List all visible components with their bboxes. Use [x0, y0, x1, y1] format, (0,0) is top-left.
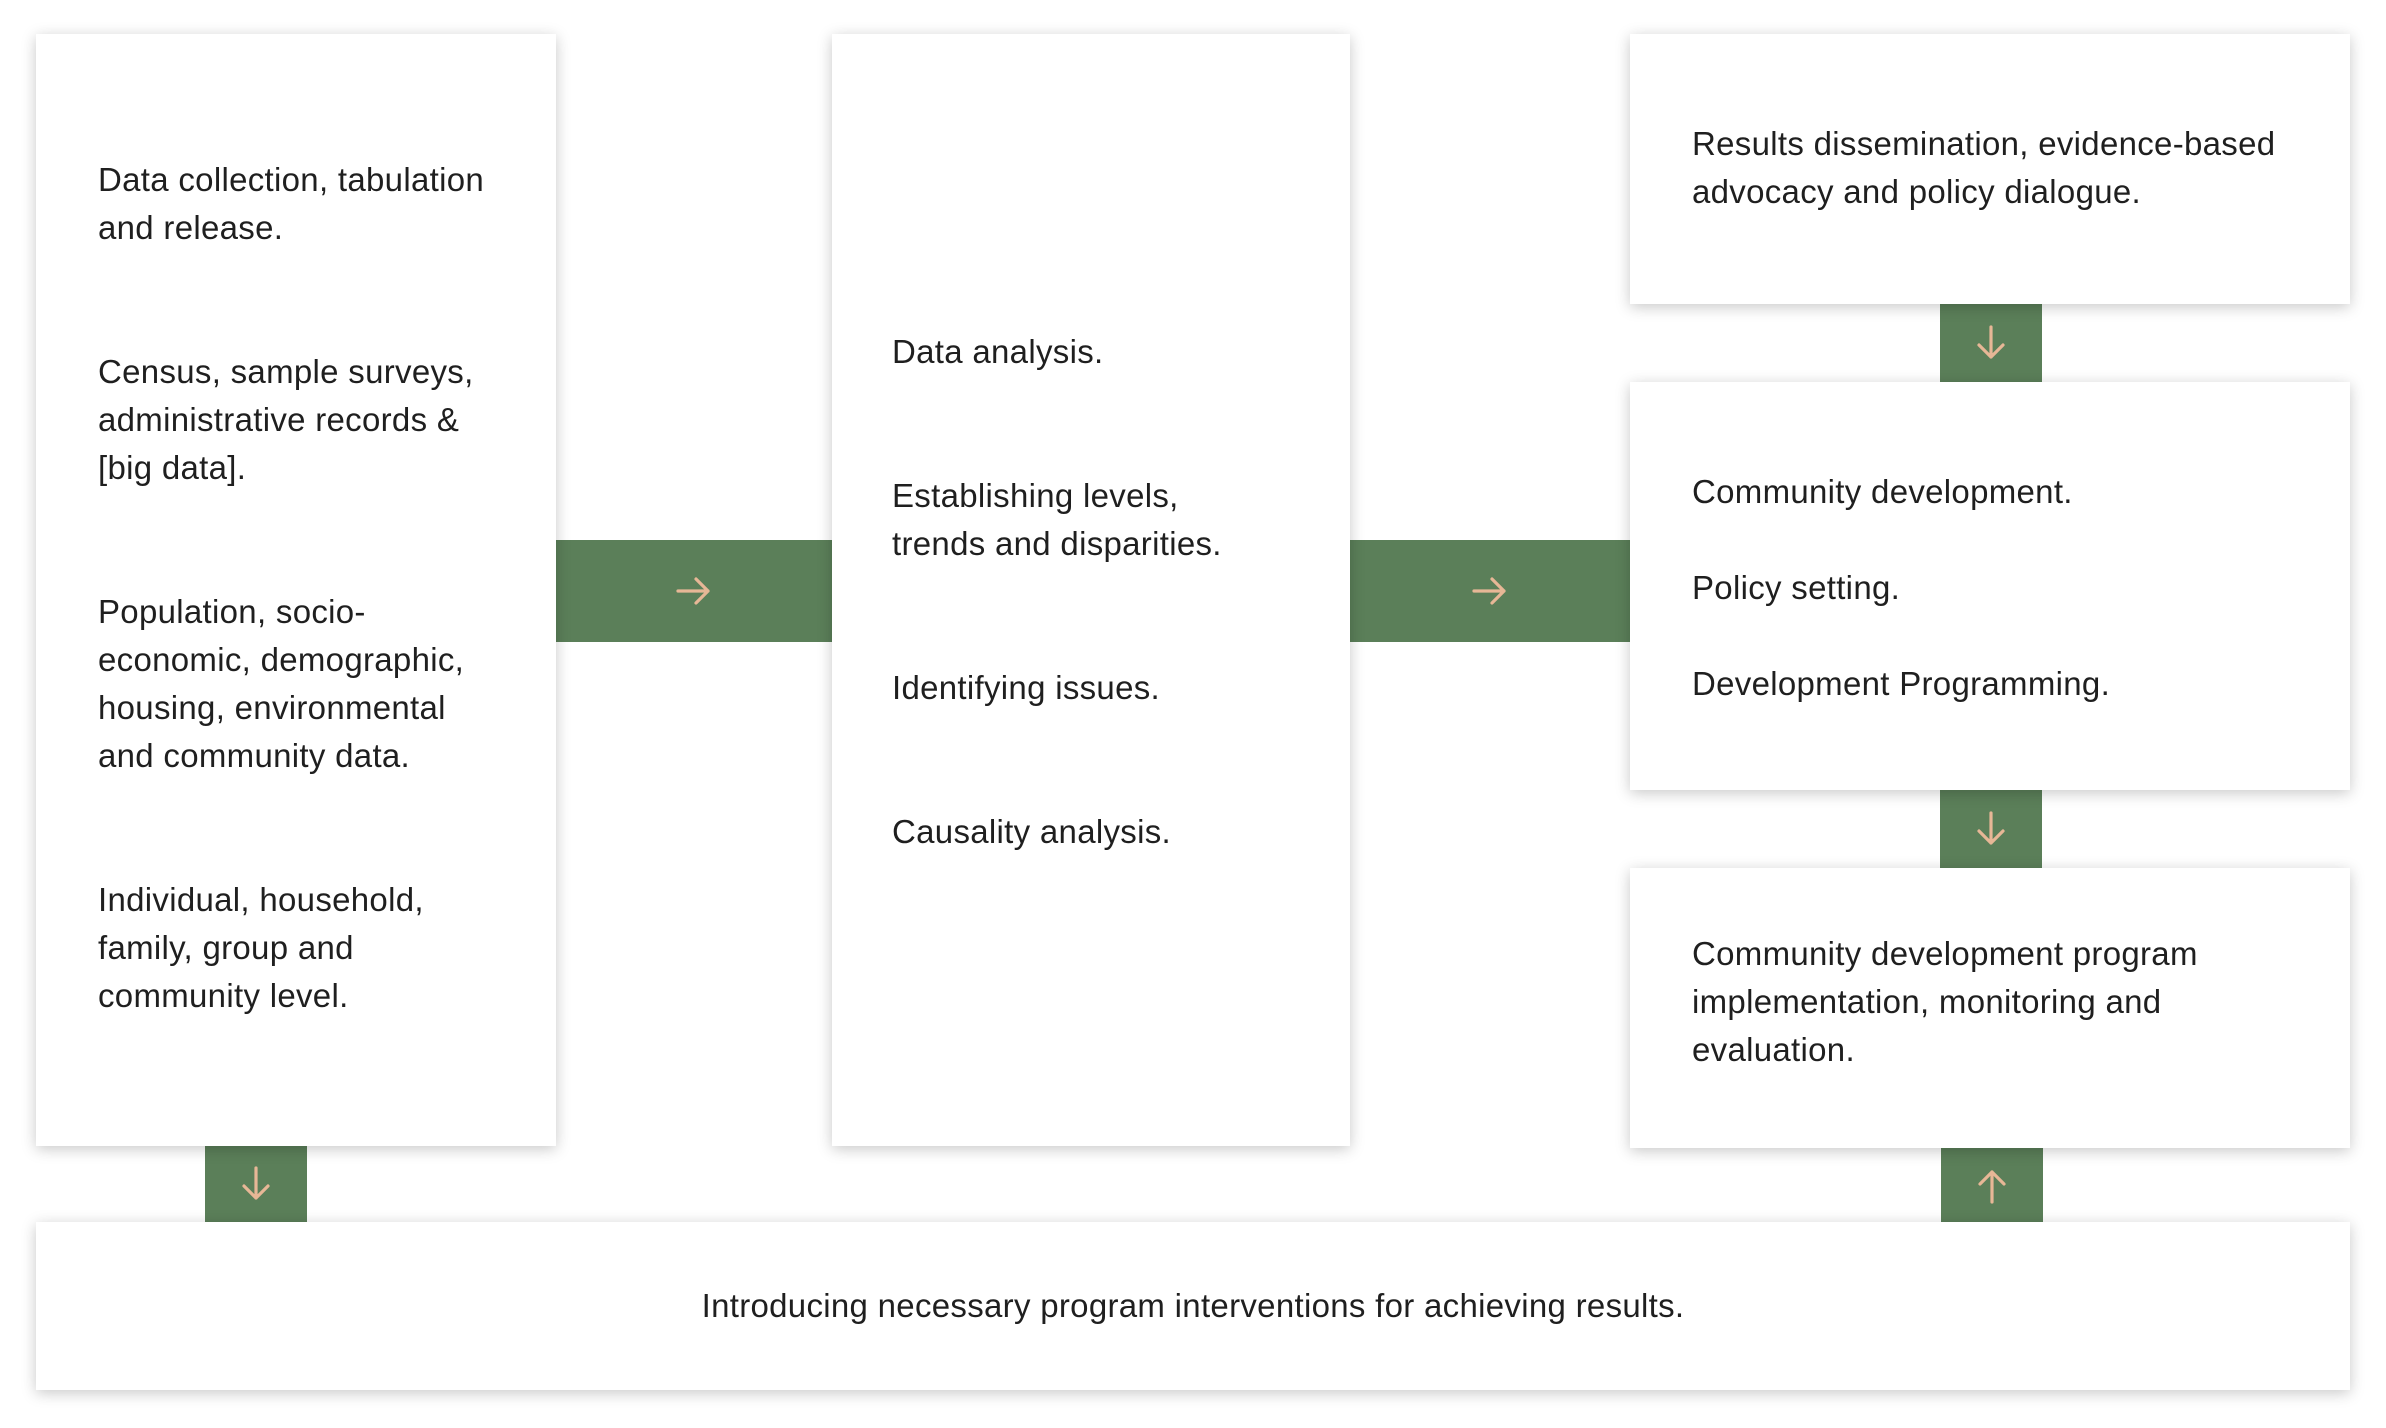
middle-item-establishing-levels: Establishing levels, trends and disparit… — [892, 477, 1222, 562]
arrow-right-icon — [676, 577, 710, 605]
right-bottom-box: Community development program implementa… — [1630, 868, 2350, 1148]
right-top-results-dissemination: Results dissemination, evidence-based ad… — [1692, 125, 2276, 210]
connector-right-top-down — [1940, 304, 2042, 382]
left-item-census: Census, sample surveys, administrative r… — [98, 353, 474, 486]
left-item-population: Population, socio- economic, demographic… — [98, 593, 465, 774]
bottom-bar-box: Introducing necessary program interventi… — [36, 1222, 2350, 1390]
left-column-box: Data collection, tabulation and release.… — [36, 34, 556, 1146]
right-middle-development-programming: Development Programming. — [1692, 665, 2111, 702]
arrow-right-icon — [1472, 577, 1506, 605]
middle-item-identifying-issues: Identifying issues. — [892, 669, 1161, 706]
right-top-box: Results dissemination, evidence-based ad… — [1630, 34, 2350, 304]
bottom-bar-interventions: Introducing necessary program interventi… — [701, 1287, 1685, 1324]
arrow-down-icon — [242, 1166, 270, 1200]
right-middle-community-development: Community development. — [1692, 473, 2073, 510]
arrow-down-icon — [1977, 811, 2005, 845]
middle-item-causality-analysis: Causality analysis. — [892, 813, 1171, 850]
middle-column-box: Data analysis. Establishing levels, tren… — [832, 34, 1350, 1146]
right-bottom-program-implementation: Community development program implementa… — [1692, 935, 2198, 1068]
arrow-down-icon — [1977, 325, 2005, 359]
connector-middle-to-right — [1350, 540, 1630, 642]
left-item-individual: Individual, household, family, group and… — [98, 881, 424, 1014]
arrow-up-icon — [1978, 1170, 2006, 1204]
connector-left-down — [205, 1146, 307, 1222]
right-middle-policy-setting: Policy setting. — [1692, 569, 1901, 606]
middle-item-data-analysis: Data analysis. — [892, 333, 1104, 370]
connector-right-middle-down — [1940, 790, 2042, 868]
connector-right-up — [1941, 1148, 2043, 1224]
left-item-data-collection: Data collection, tabulation and release. — [98, 161, 485, 246]
connector-left-to-middle — [556, 540, 832, 642]
right-middle-box: Community development. Policy setting. D… — [1630, 382, 2350, 790]
